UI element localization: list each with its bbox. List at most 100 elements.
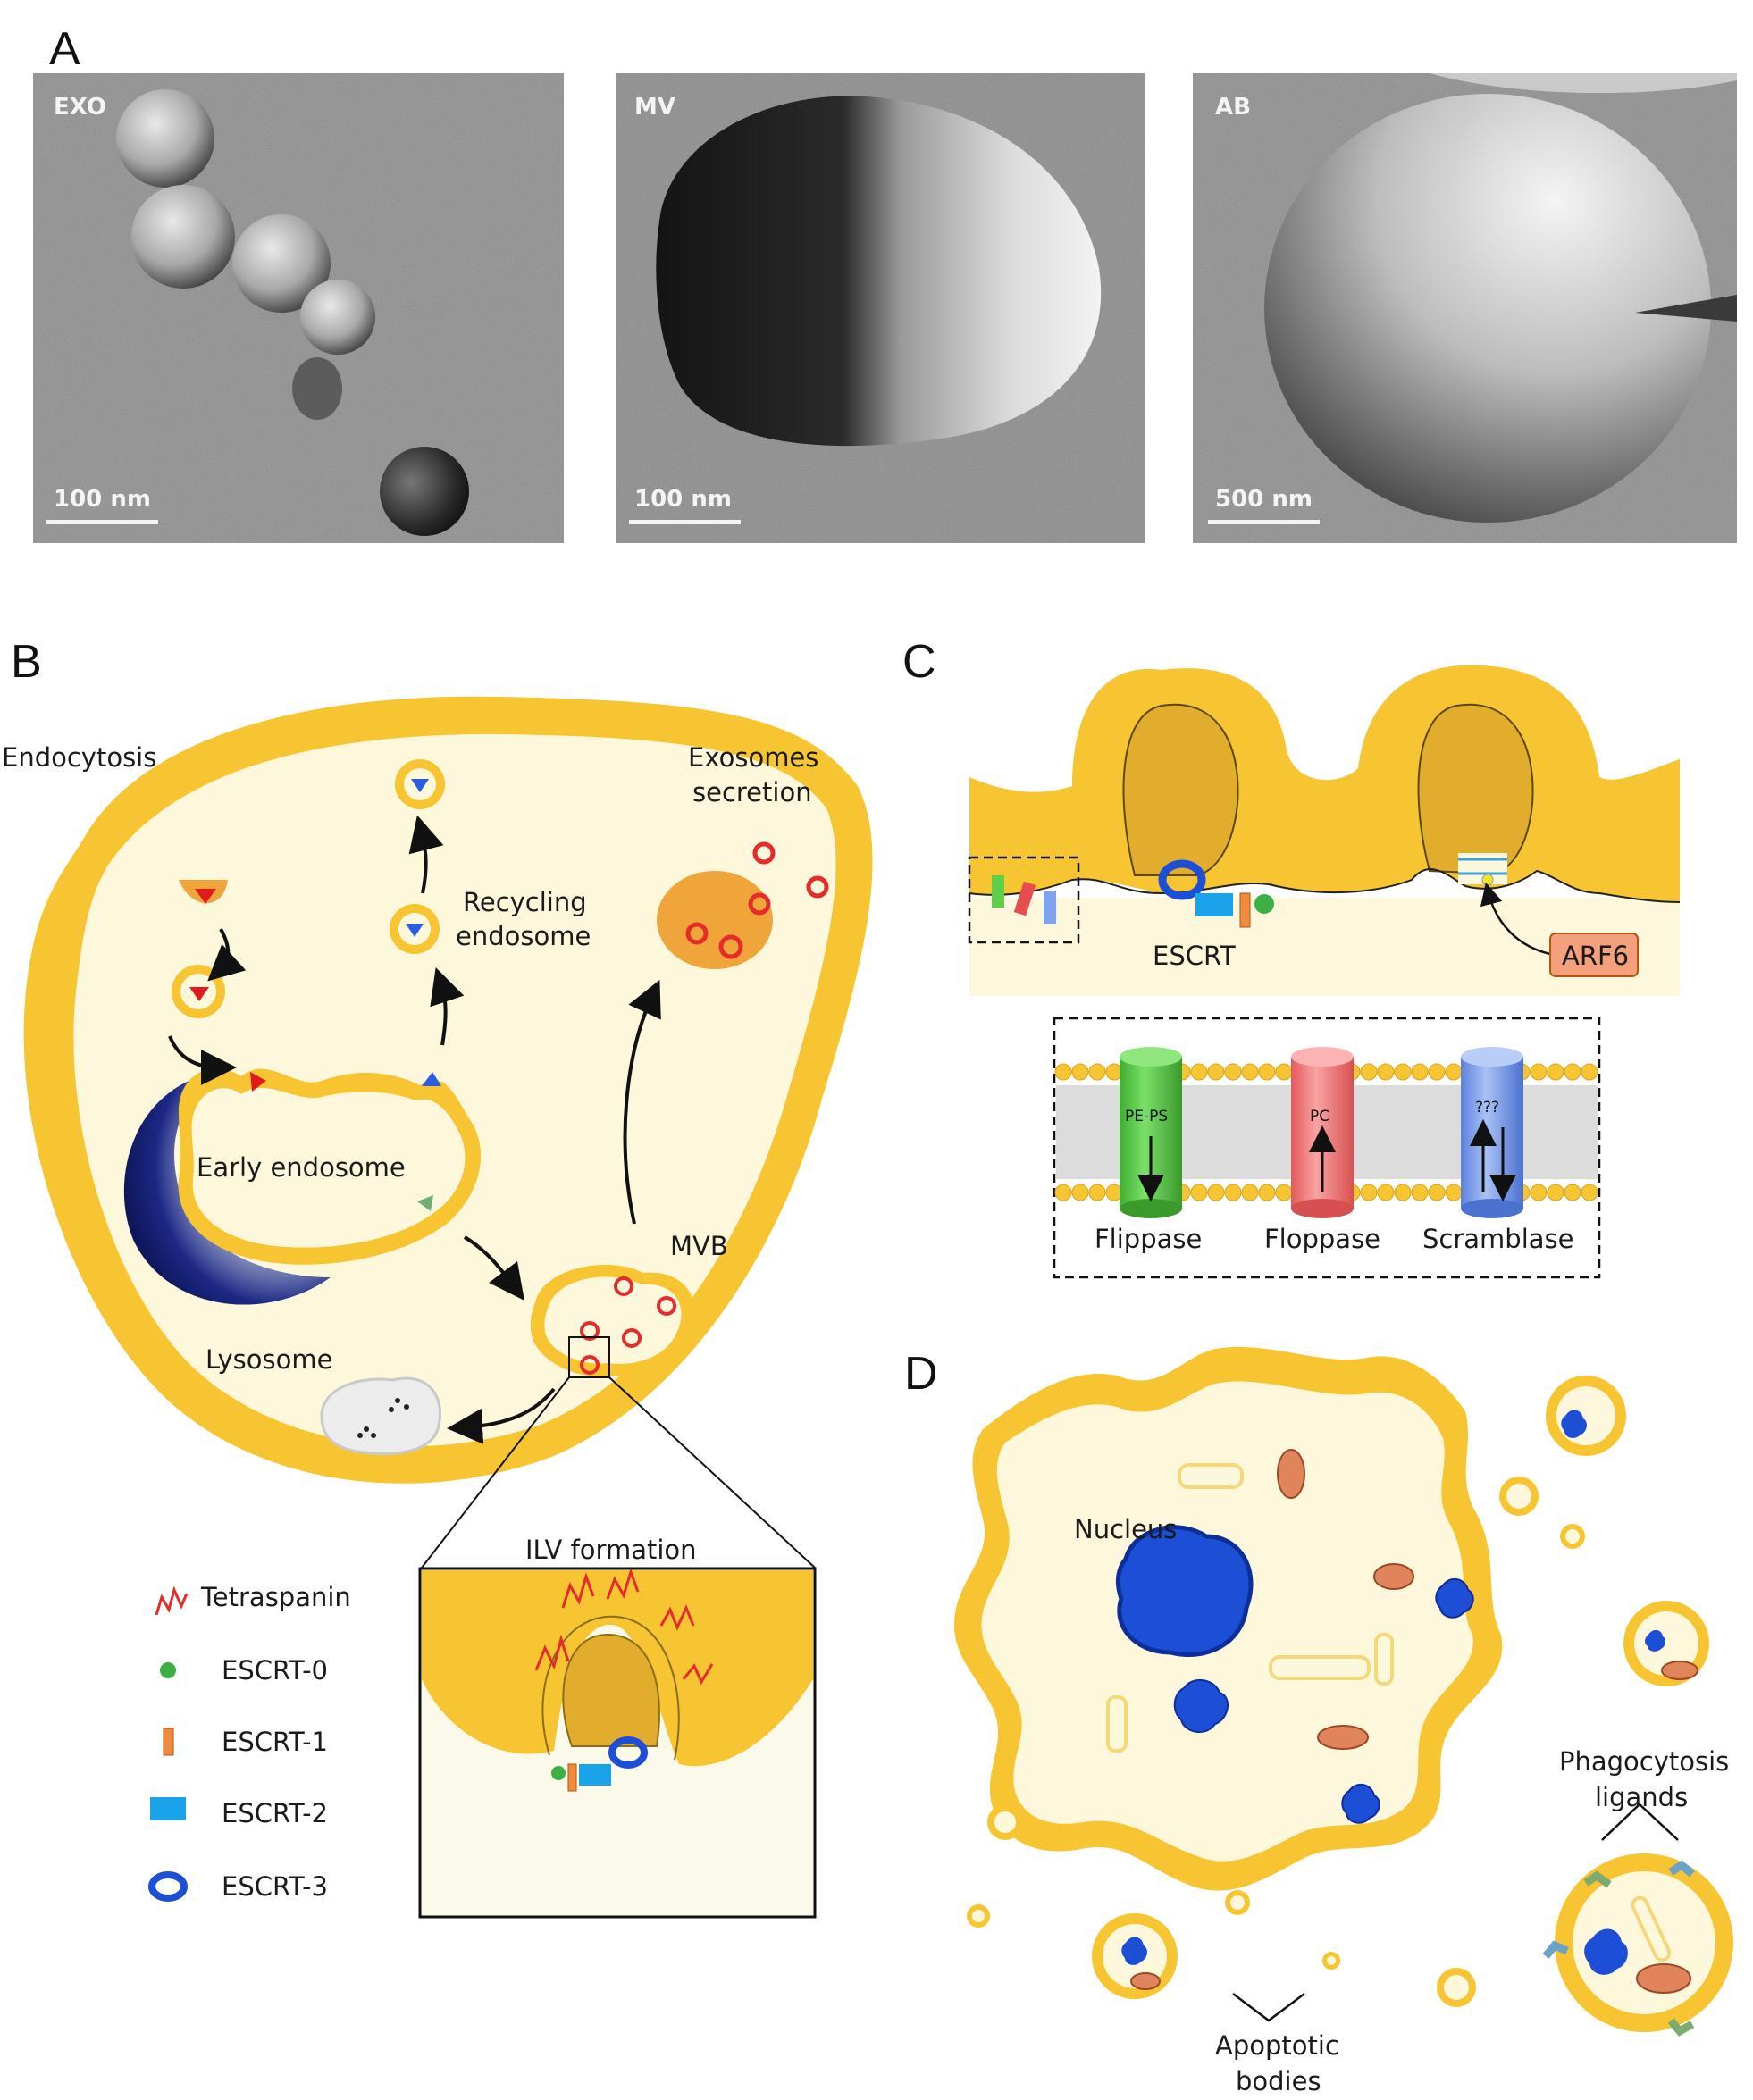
lipid-head (1411, 1184, 1429, 1201)
cargo-triangle (250, 1072, 266, 1092)
exosome (718, 934, 743, 959)
fusing-mvb (657, 871, 773, 969)
escrt-3 (1158, 859, 1206, 900)
label-phagocytosis-2: ligands (1595, 1782, 1688, 1812)
zoom-box (568, 1336, 610, 1378)
arf6-target (1481, 874, 1494, 886)
exosome-vesicle (380, 447, 469, 536)
bud-lumen (1122, 703, 1239, 876)
nucleus (1115, 1525, 1254, 1658)
cargo-triangle (195, 889, 216, 904)
trafficking-arrows (168, 815, 661, 1444)
escrt-1 (1239, 892, 1251, 928)
lipid-head (1564, 1063, 1581, 1081)
ilv-bud (562, 1633, 660, 1747)
label-mvb: MVB (670, 1231, 728, 1261)
lipid-head (1581, 1063, 1598, 1081)
ilv-inset (418, 1567, 817, 1919)
lipid-head (1088, 1184, 1106, 1201)
label-recycling-2: endosome (456, 921, 591, 951)
lipid-head (1428, 1184, 1446, 1201)
tetraspanin-icon (155, 1585, 189, 1616)
ab-shadow-spike (1635, 295, 1737, 322)
label-floppase: Floppase (1264, 1224, 1380, 1254)
legend-label: ESCRT-2 (222, 1798, 328, 1828)
lipid-head (1241, 1063, 1259, 1081)
blue-rectangle-icon (150, 1797, 186, 1820)
label-escrt: ESCRT (1153, 941, 1236, 971)
zoom-box-dashed (968, 856, 1080, 944)
legend-label: ESCRT-3 (222, 1871, 328, 1902)
scramblase-channel: ??? (1461, 1047, 1523, 1218)
micrograph-mv-scale: 100 nm (634, 486, 732, 513)
panel-a-label: A (49, 23, 80, 75)
bracket (1232, 1993, 1305, 2022)
lipid-head (1275, 1063, 1293, 1081)
escrt-2 (1195, 893, 1233, 916)
lipid-head (1394, 1063, 1412, 1081)
scale-bar (629, 520, 741, 524)
flippase-channel: PE-PS (1120, 1047, 1182, 1218)
floppase-channel: PC (1291, 1047, 1354, 1218)
legend-label: ESCRT-1 (222, 1727, 328, 1757)
micrograph-ab-tag: AB (1215, 94, 1251, 121)
exosome (748, 892, 771, 916)
escrt-3 (608, 1736, 648, 1769)
arf6-box (1549, 933, 1639, 977)
label-endocytosis: Endocytosis (2, 742, 156, 773)
lipid-head (1275, 1184, 1293, 1201)
lipid-head (1530, 1063, 1548, 1081)
label-apoptotic-1: Apoptotic (1215, 2030, 1339, 2061)
bracket (1601, 1803, 1679, 1841)
exosome (685, 922, 709, 945)
lysosome-degrading (320, 1376, 442, 1455)
escrt-1 (567, 1763, 577, 1792)
lipid-head (1224, 1184, 1242, 1201)
exosome-vesicle (232, 214, 331, 313)
micrograph-exo: EXO 100 nm (33, 73, 564, 543)
lipid-head (1258, 1063, 1276, 1081)
lipid-head (1224, 1063, 1242, 1081)
legend-label: Tetraspanin (200, 1582, 351, 1612)
escrt-2 (579, 1764, 611, 1786)
ilv (580, 1355, 600, 1375)
apoptotic-body (1264, 94, 1711, 523)
label-recycling-1: Recycling (463, 887, 587, 917)
escrt-0 (1254, 894, 1274, 914)
cell-b: Endocytosis Exosomes secretion Recycling… (2, 696, 873, 1484)
apoptotic-bodies: Phagocytosis ligands Apoptotic bodies (967, 1376, 1733, 2096)
lipid-head (1071, 1063, 1089, 1081)
mitochondria (1277, 1449, 1414, 1750)
escrt-0 (551, 1766, 566, 1780)
label-flippase: Flippase (1095, 1224, 1202, 1254)
lipid-head (1054, 1063, 1072, 1081)
lipid-head (1207, 1184, 1225, 1201)
micrograph-mv: MV 100 nm (616, 73, 1145, 543)
arf6-arrow (1480, 882, 1551, 956)
label-nucleus: Nucleus (1074, 1514, 1177, 1544)
blue-ring-icon (148, 1871, 188, 1902)
ab-background-shape (1430, 73, 1737, 94)
panel-b-label: B (11, 636, 42, 688)
orange-bar-icon (163, 1728, 174, 1756)
lipid-head (1190, 1063, 1208, 1081)
exosome (806, 875, 829, 899)
micrograph-mv-tag: MV (634, 94, 675, 121)
lipid-head (1207, 1063, 1225, 1081)
membrane-budding: ARF6 ESCRT (968, 665, 1681, 996)
label-exosomes-1: Exosomes (688, 742, 818, 773)
micrograph-ab: AB 500 nm (1193, 73, 1737, 543)
scale-bar (1208, 520, 1320, 524)
exosome-vesicle (300, 280, 375, 355)
panel-d-label: D (904, 1348, 938, 1400)
organelle-remnants (1106, 1463, 1394, 1753)
label-ilv-formation: ILV formation (525, 1535, 697, 1565)
lipid-head (1258, 1184, 1276, 1201)
lipid-head (1241, 1184, 1259, 1201)
ilv (580, 1321, 600, 1341)
cargo-triangle (411, 779, 429, 792)
microvesicle (656, 96, 1102, 447)
lipid-head (1088, 1063, 1106, 1081)
exosome-vesicle (131, 185, 235, 289)
